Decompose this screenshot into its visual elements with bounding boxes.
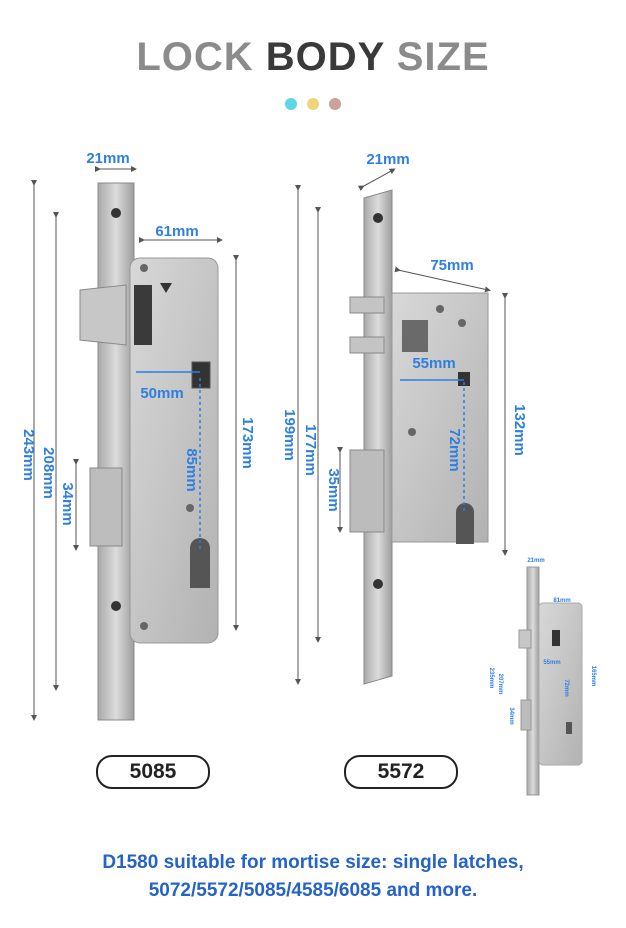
spindle-hole-5572 bbox=[458, 372, 470, 386]
dim-small-case-height: 165mm bbox=[590, 666, 596, 687]
dim-small-faceplate-height: 235mm bbox=[488, 668, 494, 689]
decorative-dots bbox=[0, 97, 626, 115]
dim-small-faceplate-width: 21mm bbox=[527, 558, 544, 564]
lock-5085 bbox=[79, 182, 219, 721]
dim-5085-inner-height: 208mm bbox=[40, 447, 57, 499]
screw-hole bbox=[111, 208, 121, 218]
model-label-5085: 5085 bbox=[96, 755, 210, 789]
spring-mechanism bbox=[402, 320, 428, 352]
dim-5085-case-height: 173mm bbox=[239, 417, 256, 469]
compatibility-note: D1580 suitable for mortise size: single … bbox=[0, 849, 626, 905]
dim-5572-case-height: 132mm bbox=[511, 404, 528, 456]
dim-5572-backset: 55mm bbox=[412, 355, 455, 372]
compatibility-line-1: D1580 suitable for mortise size: single … bbox=[102, 852, 524, 873]
screw-hole bbox=[373, 579, 383, 589]
dim-5572-case-width: 75mm bbox=[430, 257, 473, 274]
dim-5085-faceplate-height: 243mm bbox=[20, 429, 37, 481]
title-word-size: SIZE bbox=[396, 35, 490, 79]
spindle-hole-5085 bbox=[191, 361, 211, 389]
dim-5572-strike: 35mm bbox=[325, 468, 342, 511]
dimension-lines bbox=[31, 166, 508, 721]
dim-5572-inner-height: 177mm bbox=[302, 424, 319, 476]
deadbolt-5085 bbox=[89, 467, 123, 547]
compatibility-line-2: 5072/5572/5085/4585/6085 and more. bbox=[148, 880, 478, 901]
latch-5572-lower bbox=[349, 336, 385, 354]
dim-5085-backset: 50mm bbox=[140, 385, 183, 402]
dim-small-inner-height: 207mm bbox=[497, 674, 503, 695]
dim-5572-center-distance: 72mm bbox=[446, 428, 463, 471]
title-word-body: BODY bbox=[265, 35, 385, 79]
cylinder-hole-5572 bbox=[456, 503, 474, 544]
model-label-5572: 5572 bbox=[344, 755, 458, 789]
dim-small-center-distance: 72mm bbox=[563, 679, 569, 696]
deadbolt-small bbox=[520, 699, 532, 731]
dot-cyan bbox=[285, 98, 297, 110]
dim-5572-faceplate-height: 199mm bbox=[281, 409, 298, 461]
latch-bolt-5085 bbox=[79, 284, 127, 346]
latch-5572 bbox=[349, 296, 385, 314]
screw-hole bbox=[111, 601, 121, 611]
dim-5085-case-width: 61mm bbox=[155, 223, 198, 240]
latch-arrow bbox=[160, 283, 172, 293]
dot-yellow bbox=[307, 98, 319, 110]
screw-hole bbox=[373, 213, 383, 223]
lock-small bbox=[518, 566, 583, 796]
page-title: LOCK BODY SIZE bbox=[0, 34, 626, 80]
dot-rose bbox=[329, 98, 341, 110]
dim-5085-center-distance: 85mm bbox=[183, 448, 200, 491]
dim-5572-faceplate-width: 21mm bbox=[366, 151, 409, 168]
latch-mechanism bbox=[134, 285, 152, 345]
dim-5085-strike: 34mm bbox=[59, 482, 76, 525]
cylinder-hole-5085 bbox=[190, 538, 210, 588]
dim-small-strike: 34mm bbox=[508, 707, 514, 724]
deadbolt-5572 bbox=[349, 449, 385, 533]
dim-5085-faceplate-width: 21mm bbox=[86, 150, 129, 167]
dim-small-case-width: 81mm bbox=[553, 598, 570, 604]
latch-small bbox=[518, 629, 532, 649]
center-lines bbox=[136, 371, 465, 550]
dim-small-backset: 55mm bbox=[543, 660, 560, 666]
title-word-lock: LOCK bbox=[136, 35, 254, 79]
